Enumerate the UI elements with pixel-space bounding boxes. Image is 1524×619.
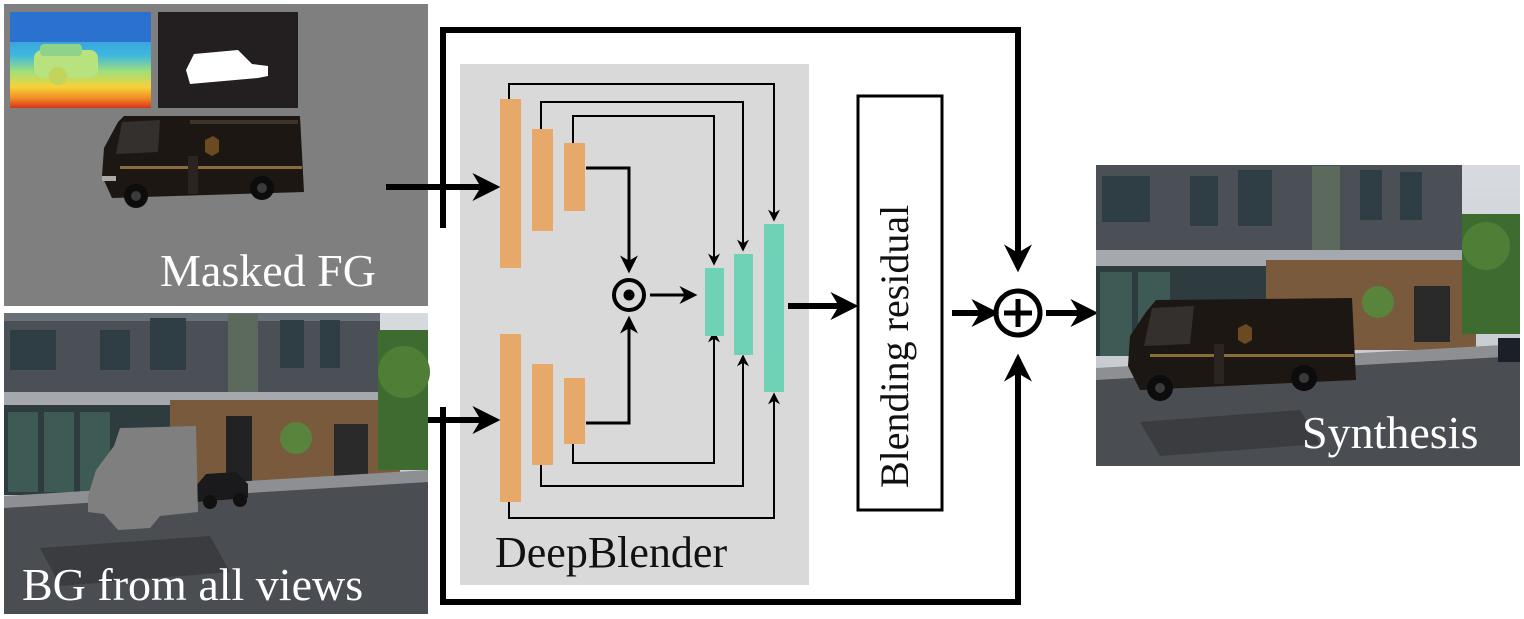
masked-fg-label: Masked FG — [160, 245, 376, 296]
synthesis-panel — [1096, 165, 1520, 466]
main-flow-arrows — [386, 173, 1099, 434]
addition-operator — [993, 288, 1043, 338]
bg-views-label: BG from all views — [22, 559, 364, 610]
decoder — [705, 224, 784, 392]
encoder-fg — [500, 99, 585, 268]
encoder-bg-block-1 — [500, 334, 521, 502]
decoder-block-1 — [705, 268, 724, 336]
masked-truck-hole — [88, 426, 198, 530]
decoder-block-2 — [734, 254, 753, 355]
encoder-bg-block-3 — [564, 378, 585, 444]
skip-connections — [508, 83, 780, 519]
elementwise-product-operator — [612, 278, 646, 312]
synthesis-label: Synthesis — [1302, 407, 1479, 458]
deepblender-label: DeepBlender — [495, 528, 728, 577]
masked-fg-panel — [4, 4, 428, 306]
encoder-bg — [500, 334, 585, 502]
decoder-block-3 — [764, 224, 784, 392]
encoder-bg-block-2 — [532, 364, 553, 465]
blending-residual-box — [856, 94, 944, 512]
depth-map-thumbnail — [10, 12, 151, 108]
composited-truck — [1128, 298, 1356, 401]
encoder-fg-block-2 — [532, 129, 553, 231]
background-views-panel — [4, 313, 430, 614]
mask-thumbnail — [158, 12, 298, 108]
bottleneck-connections — [586, 166, 698, 425]
encoder-fg-block-3 — [564, 143, 585, 211]
encoder-fg-block-1 — [500, 99, 521, 268]
delivery-truck-image — [102, 116, 304, 208]
blending-residual-label: Blending residual — [872, 204, 917, 488]
residual-skip-path — [440, 27, 1032, 605]
